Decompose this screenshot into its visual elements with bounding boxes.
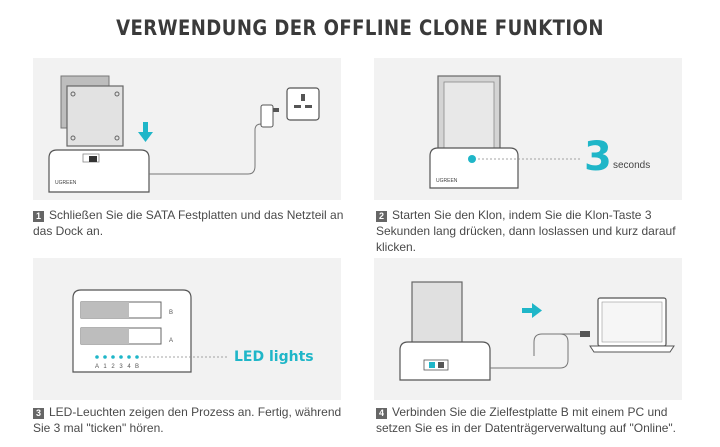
led-2	[111, 355, 115, 359]
step-number: 3	[33, 408, 44, 419]
slot-b-label: B	[169, 310, 173, 316]
led-mark: 2	[111, 364, 115, 370]
led-mark: 3	[119, 364, 123, 370]
step-text: Schließen Sie die SATA Festplatten und d…	[33, 208, 344, 238]
sata-drive-front	[66, 85, 124, 147]
step2-illustration: UGREEN	[374, 58, 682, 200]
step-text: Starten Sie den Klon, indem Sie die Klon…	[376, 208, 676, 254]
led-mark: B	[135, 364, 139, 370]
step1-illustration: UGREEN	[33, 58, 341, 200]
countdown-unit: seconds	[613, 160, 651, 171]
step-number: 4	[376, 408, 387, 419]
docking-station: UGREEN	[429, 147, 519, 189]
svg-text:UGREEN: UGREEN	[55, 180, 77, 186]
countdown-number: 3	[584, 134, 612, 180]
docking-station	[399, 341, 491, 381]
arrow-down-icon	[138, 122, 153, 142]
clone-button-icon	[468, 155, 476, 163]
led-indicators	[95, 355, 139, 359]
step-text: Verbinden Sie die Zielfestplatte B mit e…	[376, 405, 677, 435]
laptop-icon	[589, 297, 675, 353]
led-b	[135, 355, 139, 359]
led-mark: 1	[103, 364, 107, 370]
led-mark: 4	[127, 364, 131, 370]
power-adapter-icon	[260, 104, 279, 128]
led-3	[119, 355, 123, 359]
svg-text:UGREEN: UGREEN	[436, 178, 458, 184]
slot-a-label: A	[169, 338, 173, 344]
docking-station-top-view	[72, 289, 192, 373]
led-a	[95, 355, 99, 359]
arrow-right-icon	[522, 303, 542, 318]
step-number: 2	[376, 211, 387, 222]
step3-illustration: B A A 1 2 3 4 B	[33, 258, 341, 400]
led-1	[103, 355, 107, 359]
led-4	[127, 355, 131, 359]
led-mark: A	[95, 364, 99, 370]
page-title: VERWENDUNG DER OFFLINE CLONE FUNKTION	[116, 16, 604, 40]
step4-illustration	[374, 258, 682, 400]
led-lights-label: LED lights	[234, 349, 314, 365]
docking-station: UGREEN	[48, 149, 150, 193]
sata-drive	[411, 281, 463, 345]
usb-cable-icon	[490, 331, 590, 369]
usb-cable-icon	[149, 123, 262, 175]
sata-drive	[437, 75, 501, 157]
step-text: LED-Leuchten zeigen den Prozess an. Fert…	[33, 405, 342, 435]
step-number: 1	[33, 211, 44, 222]
wall-socket-icon	[286, 87, 320, 121]
